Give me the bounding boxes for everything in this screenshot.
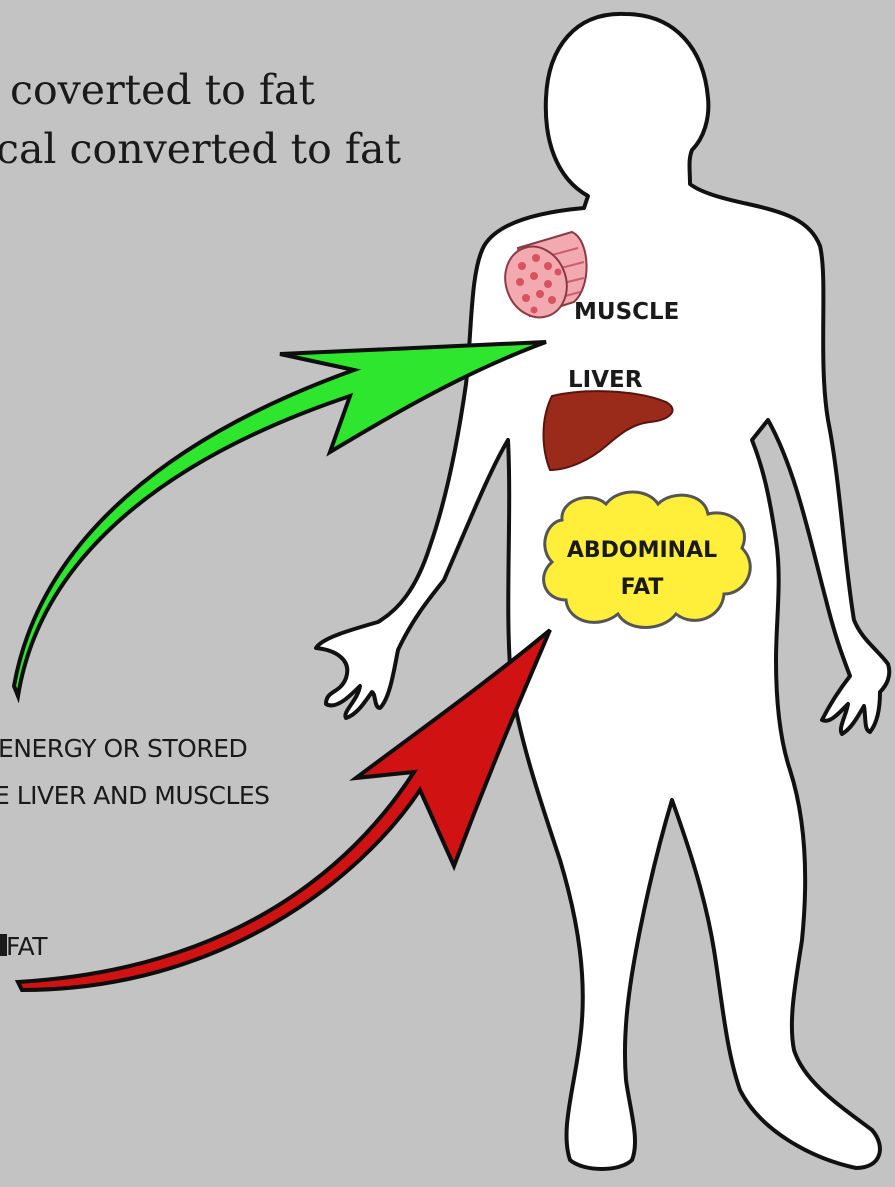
abdominal-fat-label-line-2: FAT <box>621 575 664 600</box>
muscle-label: MUSCLE <box>574 299 679 325</box>
abdominal-fat-label-line-1: ABDOMINAL <box>567 538 717 563</box>
top-text-line-1: coverted to fat <box>10 66 316 114</box>
side-text-line-2: E LIVER AND MUSCLES <box>0 781 270 810</box>
red-arrow <box>18 630 550 990</box>
side-text-line-3-cutoff-glyph <box>0 934 7 956</box>
side-text-line-3: FAT <box>6 932 48 961</box>
liver-label: LIVER <box>568 367 643 393</box>
side-text-line-1: ENERGY OR STORED <box>0 734 247 763</box>
top-text-line-2: cal converted to fat <box>0 125 401 173</box>
